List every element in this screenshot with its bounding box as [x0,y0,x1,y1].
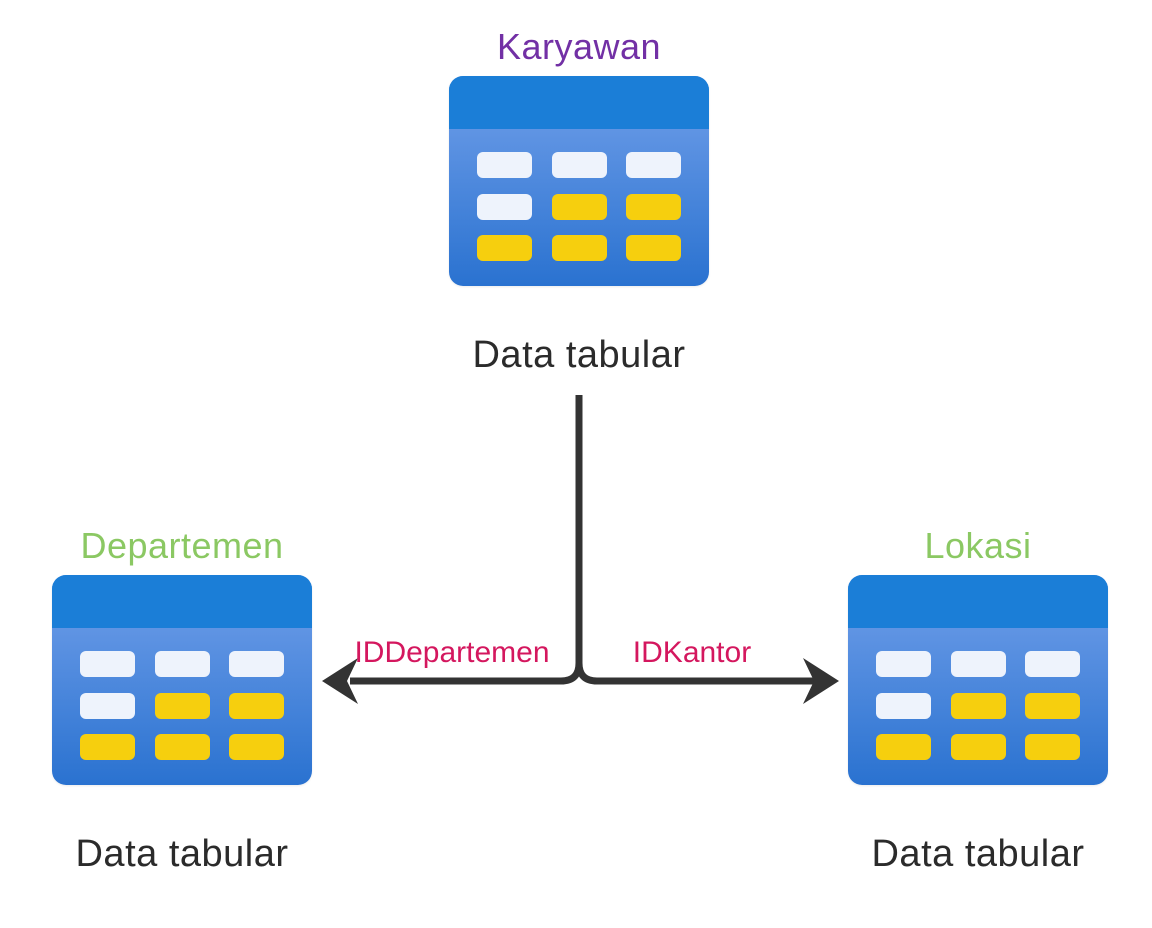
table-icon-row [80,651,284,677]
table-cell-yellow [154,692,210,719]
table-cell-white [626,152,681,178]
connector-right-branch [575,395,816,685]
table-cell-yellow [80,734,135,760]
table-cell-white [876,651,931,677]
table-cell-yellow [229,734,284,760]
arrowhead-left [322,658,358,704]
table-cell-yellow [626,193,681,220]
table-icon-row [477,152,681,178]
entity-title-lokasi: Lokasi [924,525,1032,566]
table-icon-row [876,692,1080,719]
table-icon [449,76,709,286]
table-cell-white [477,152,532,178]
table-cell-yellow [229,692,284,719]
table-cell-white [80,692,135,719]
entity-lokasi: Lokasi Data tabular [848,525,1108,875]
table-icon-row [80,692,284,719]
table-cell-white [950,651,1006,677]
table-cell-yellow [551,235,607,261]
table-icon [52,575,312,785]
table-cell-yellow [950,692,1006,719]
entity-departemen: Departemen Data tabular [52,525,312,875]
arrowhead-right [803,658,839,704]
table-icon-header [52,575,312,628]
table-cell-yellow [1025,734,1080,760]
table-icon-row [477,193,681,220]
table-cell-yellow [477,235,532,261]
table-icon [848,575,1108,785]
table-cell-white [80,651,135,677]
table-cell-yellow [876,734,931,760]
table-cell-white [551,152,607,178]
entity-karyawan: Karyawan Data tabular [449,26,709,376]
table-icon-row [477,235,681,261]
table-icon-body [52,628,312,785]
entity-title-karyawan: Karyawan [496,26,662,67]
table-cell-yellow [1025,692,1080,719]
entity-title-departemen: Departemen [80,525,284,566]
table-icon-body [449,129,709,286]
table-icon-header [848,575,1108,628]
relation-label-right: IDKantor [632,636,752,669]
table-icon-row [876,651,1080,677]
table-icon-header [449,76,709,129]
table-icon-row [876,734,1080,760]
table-cell-white [876,692,931,719]
table-icon-body [848,628,1108,785]
table-cell-white [154,651,210,677]
table-cell-yellow [551,193,607,220]
entity-caption-karyawan: Data tabular [472,334,686,376]
table-cell-yellow [154,734,210,760]
entity-caption-departemen: Data tabular [75,833,289,875]
entity-caption-lokasi: Data tabular [871,833,1085,875]
table-cell-yellow [626,235,681,261]
relation-label-left: IDDepartemen [354,636,550,669]
table-cell-white [477,193,532,220]
table-cell-white [1025,651,1080,677]
table-cell-yellow [950,734,1006,760]
table-icon-row [80,734,284,760]
table-cell-white [229,651,284,677]
